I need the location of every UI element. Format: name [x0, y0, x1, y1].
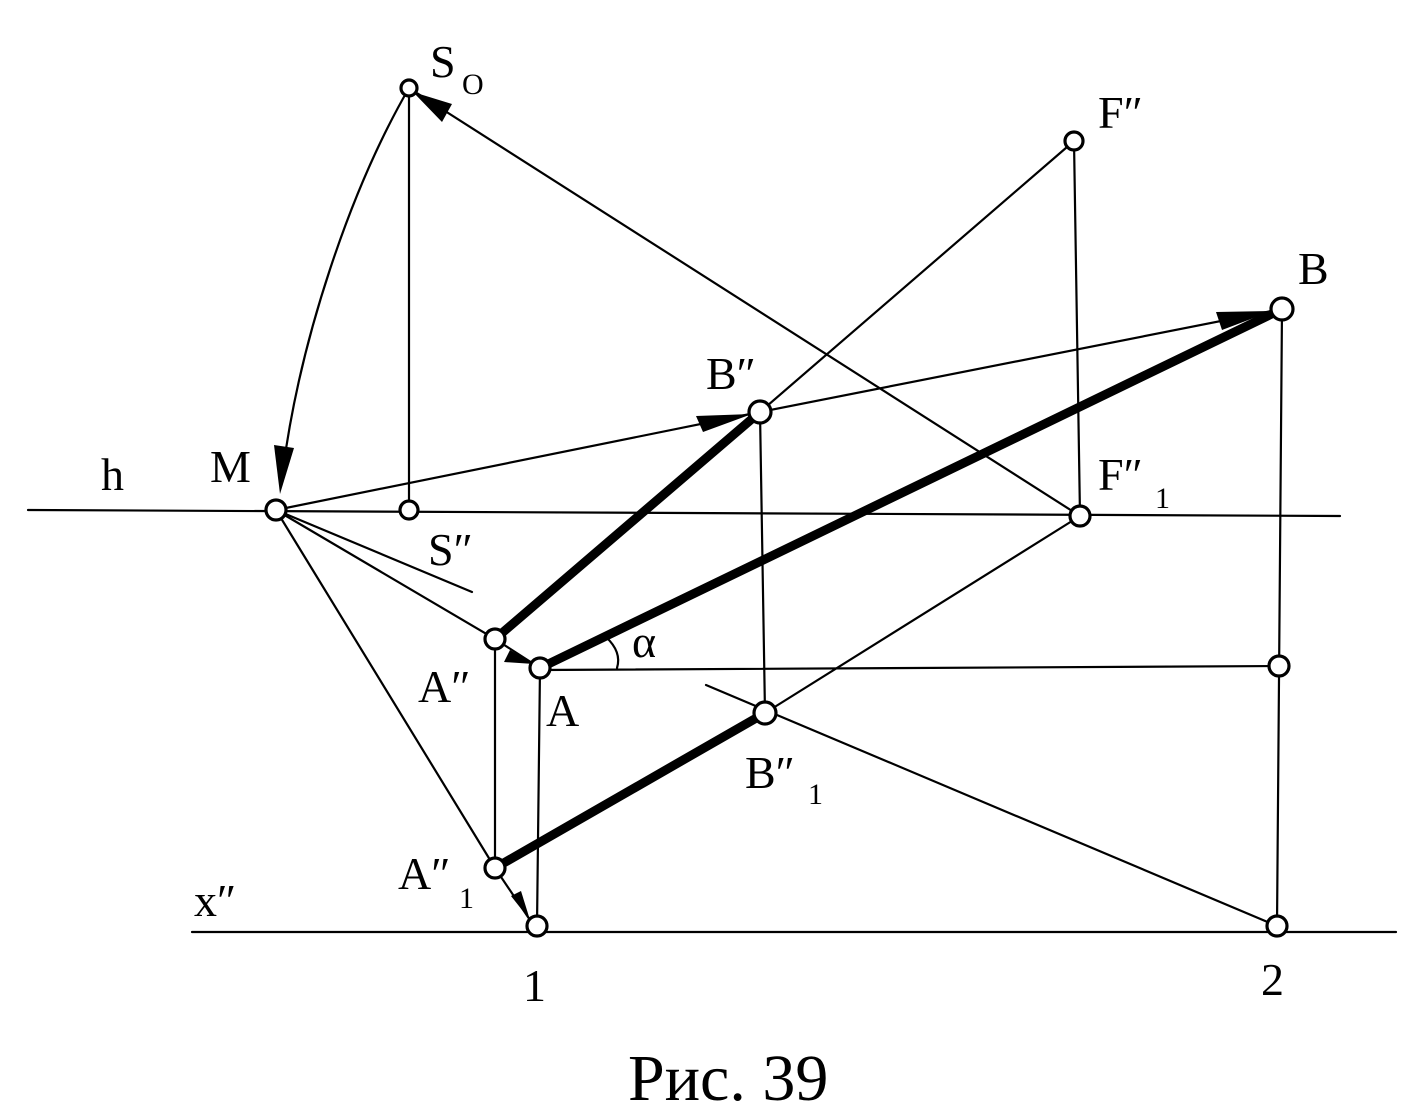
point-1 — [525, 914, 549, 938]
label-point-2: 2 — [1261, 954, 1284, 1005]
horizon-line-h — [26, 508, 1342, 518]
arrowhead-at-b — [1216, 311, 1272, 330]
label-b2: B″ — [706, 348, 756, 399]
point-b21 — [752, 700, 778, 726]
line-m-b2 — [274, 410, 762, 512]
point-m — [264, 498, 288, 522]
line-m-a21 — [274, 508, 497, 870]
point-a — [528, 656, 552, 680]
label-a: A — [546, 685, 579, 736]
line-m-a2 — [274, 508, 497, 641]
angle-alpha-arc — [604, 635, 620, 670]
line-b2-b — [758, 307, 1284, 414]
point-a2 — [483, 627, 507, 651]
label-alpha: α — [632, 616, 656, 667]
label-a21: A″ — [398, 848, 450, 899]
label-s0-sub: O — [462, 68, 484, 101]
arrowhead-at-point1 — [511, 891, 530, 920]
label-point-1: 1 — [523, 960, 546, 1011]
point-f2 — [1063, 130, 1085, 152]
label-s2: S″ — [428, 524, 473, 575]
label-f21-sub: 1 — [1155, 482, 1170, 515]
line-f21-b21 — [763, 514, 1082, 715]
label-f21: F″ — [1098, 449, 1143, 500]
label-m: M — [210, 441, 251, 492]
point-s2 — [398, 499, 420, 521]
point-right-mid — [1267, 654, 1291, 678]
point-a21 — [483, 856, 507, 880]
label-b21-sub: 1 — [808, 778, 823, 811]
line-tick-point2 — [704, 683, 1279, 928]
arrowhead-at-s0 — [413, 92, 452, 122]
label-s0: S — [430, 36, 456, 87]
label-h: h — [101, 449, 124, 500]
line-f2-f21 — [1072, 139, 1082, 518]
label-a2: A″ — [418, 661, 470, 712]
point-f21 — [1068, 504, 1092, 528]
point-2 — [1265, 914, 1289, 938]
point-b2 — [747, 399, 773, 425]
point-b — [1269, 296, 1295, 322]
line-m-tick — [274, 508, 474, 594]
label-a21-sub: 1 — [459, 882, 474, 915]
figure-caption: Рис. 39 — [628, 1042, 828, 1115]
segment-a21-b21 — [490, 708, 770, 873]
segment-a2-b2 — [490, 407, 765, 644]
line-f2-b2 — [758, 139, 1076, 414]
point-s0 — [399, 78, 419, 98]
label-b: B — [1298, 243, 1329, 294]
arrowhead-at-m — [274, 445, 294, 494]
label-b21: B″ — [745, 747, 795, 798]
line-a-horizontal — [538, 664, 1281, 672]
line-s0-f21 — [407, 86, 1082, 518]
line-b-point2 — [1275, 307, 1284, 928]
arrowhead-at-b2 — [696, 414, 752, 432]
label-x2: x″ — [194, 875, 236, 926]
arrowhead-at-a — [504, 650, 534, 664]
segment-a-b — [535, 304, 1287, 673]
label-f2: F″ — [1098, 87, 1143, 138]
arc-s0-to-m — [281, 86, 411, 472]
line-a-point1 — [535, 666, 542, 928]
